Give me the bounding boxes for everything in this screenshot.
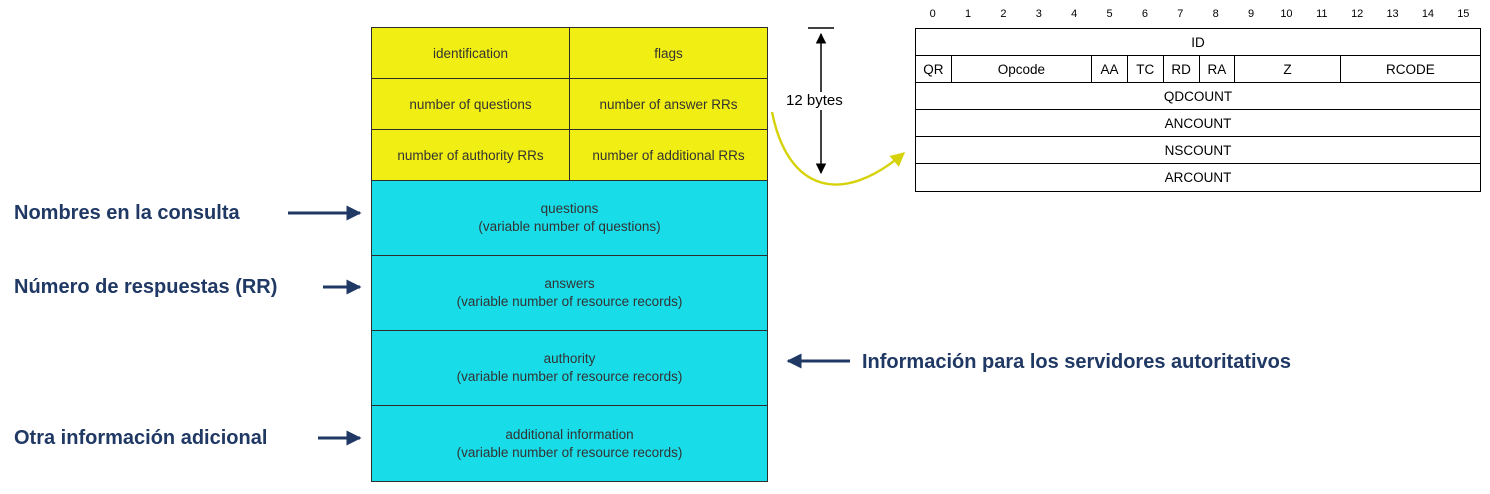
bit-column-number: 8 xyxy=(1212,8,1219,20)
twelve-bytes-label: 12 bytes xyxy=(783,92,846,110)
bit-row-id: ID xyxy=(916,29,1480,56)
additional-information-title: additional information xyxy=(505,426,634,442)
label-informacion-servidores-autoritativos: Información para los servidores autorita… xyxy=(862,351,1292,373)
row-question-answer-counts: number of questions number of answer RRs xyxy=(372,79,767,130)
bit-cell-arcount: ARCOUNT xyxy=(1164,170,1232,185)
bit-column-number: 6 xyxy=(1141,8,1148,20)
bit-cell-ancount: ANCOUNT xyxy=(1164,115,1232,131)
row-authority-additional-counts: number of authority RRs number of additi… xyxy=(372,130,767,181)
bit-grid: ID QR Opcode AA TC RD RA Z RCODE QDCOUNT… xyxy=(915,28,1481,192)
authority-title: authority xyxy=(543,351,596,366)
bit-column-number: 4 xyxy=(1071,8,1078,20)
bit-column-number: 1 xyxy=(965,8,972,20)
bit-column-number: 11 xyxy=(1316,8,1328,20)
bit-column-numbers: 0 1 2 3 4 5 6 7 8 9 10 11 12 13 14 15 xyxy=(915,8,1481,22)
bit-cell-opcode: Opcode xyxy=(952,56,1093,82)
bit-column-number: 14 xyxy=(1421,8,1435,20)
authority-subtitle: (variable number of resource records) xyxy=(456,369,683,384)
bit-column-number: 2 xyxy=(1000,8,1007,20)
answers-subtitle: (variable number of resource records) xyxy=(456,294,683,309)
dns-header-bit-diagram: 0 1 2 3 4 5 6 7 8 9 10 11 12 13 14 15 ID… xyxy=(915,8,1481,192)
bit-cell-z: Z xyxy=(1235,56,1341,82)
label-numero-de-respuestas: Número de respuestas (RR) xyxy=(14,276,278,298)
bit-cell-aa: AA xyxy=(1092,56,1128,82)
bit-row-arcount: ARCOUNT xyxy=(916,164,1480,191)
bit-row-nscount: NSCOUNT xyxy=(916,137,1480,164)
cell-number-of-additional-rrs: number of additional RRs xyxy=(569,130,767,180)
bit-cell-qr: QR xyxy=(916,56,952,82)
cell-number-of-authority-rrs: number of authority RRs xyxy=(397,147,544,163)
dns-message-table: identification flags number of questions… xyxy=(371,27,768,482)
cell-authority: authority (variable number of resource r… xyxy=(372,331,767,406)
bit-row-qdcount: QDCOUNT xyxy=(916,83,1480,110)
bit-column-number: 3 xyxy=(1035,8,1042,20)
bit-column-number: 10 xyxy=(1280,8,1293,20)
cell-number-of-answer-rrs: number of answer RRs xyxy=(569,79,767,129)
cell-number-of-questions: number of questions xyxy=(409,96,532,112)
bit-cell-rcode: RCODE xyxy=(1385,61,1435,77)
bit-cell-rd: RD xyxy=(1164,56,1200,82)
bit-column-number: 7 xyxy=(1177,8,1184,20)
bit-cell-id: ID xyxy=(1191,34,1205,50)
questions-title: questions xyxy=(540,201,599,216)
bit-column-number: 15 xyxy=(1457,8,1470,20)
bit-column-number: 9 xyxy=(1248,8,1255,20)
answers-title: answers xyxy=(544,276,595,291)
bit-cell-ra: RA xyxy=(1200,56,1236,82)
bit-cell-qdcount: QDCOUNT xyxy=(1163,88,1233,104)
questions-subtitle: (variable number of questions) xyxy=(478,219,661,234)
cell-questions: questions (variable number of questions) xyxy=(372,181,767,256)
additional-information-subtitle: (variable number of resource records) xyxy=(456,444,683,460)
bit-cell-nscount: NSCOUNT xyxy=(1164,142,1232,158)
bit-cell-tc: TC xyxy=(1128,56,1164,82)
cell-identification: identification xyxy=(432,45,509,61)
row-identification-flags: identification flags xyxy=(372,28,767,79)
label-otra-informacion-adicional: Otra información adicional xyxy=(14,427,268,449)
label-nombres-en-la-consulta: Nombres en la consulta xyxy=(14,202,240,224)
bit-column-number: 12 xyxy=(1351,8,1364,20)
cell-flags: flags xyxy=(569,28,767,78)
cell-answers: answers (variable number of resource rec… xyxy=(372,256,767,331)
bit-column-number: 5 xyxy=(1106,8,1113,20)
bit-column-number: 0 xyxy=(929,8,936,20)
cell-additional-information: additional information (variable number … xyxy=(372,406,767,481)
bit-row-ancount: ANCOUNT xyxy=(916,110,1480,137)
bit-column-number: 13 xyxy=(1386,8,1399,20)
curved-header-to-bits-arrow xyxy=(770,111,906,186)
bit-row-flags: QR Opcode AA TC RD RA Z RCODE xyxy=(916,56,1480,83)
